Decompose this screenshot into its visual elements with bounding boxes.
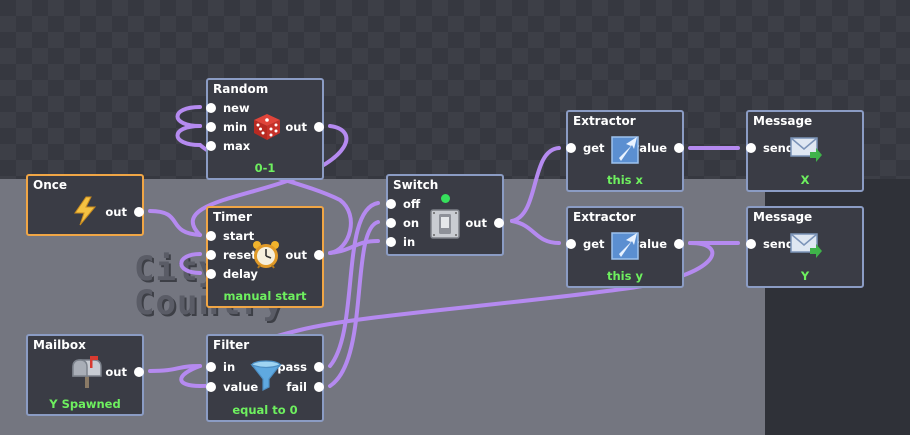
extractor-y-get-port[interactable]: get — [566, 237, 605, 251]
extractor-x-caption: this x — [607, 173, 643, 187]
switch-in-port[interactable]: in — [386, 235, 415, 249]
extract-arrow-icon — [611, 232, 639, 260]
mailbox-node[interactable]: Mailbox out Y Spawned — [26, 334, 144, 416]
filter-pass-port[interactable]: pass — [277, 360, 324, 374]
timer-delay-port[interactable]: delay — [206, 267, 258, 281]
envelope-icon — [790, 233, 822, 258]
timer-reset-port[interactable]: reset — [206, 248, 257, 262]
filter-node[interactable]: Filter in value pass fail equal to 0 — [206, 334, 324, 422]
random-new-port[interactable]: new — [206, 101, 250, 115]
message-x-caption: X — [800, 173, 810, 187]
extractor-x-value-port[interactable]: value — [632, 141, 684, 155]
message-x-title: Message — [753, 114, 813, 128]
random-max-port[interactable]: max — [206, 139, 250, 153]
timer-start-port[interactable]: start — [206, 229, 254, 243]
switch-out-port[interactable]: out — [465, 216, 504, 230]
extractor-y-title: Extractor — [573, 210, 636, 224]
extract-arrow-icon — [611, 136, 639, 164]
extractor-x-node[interactable]: Extractor get value this x — [566, 110, 684, 192]
mailbox-title: Mailbox — [33, 338, 86, 352]
switch-on-port[interactable]: on — [386, 216, 419, 230]
message-y-title: Message — [753, 210, 813, 224]
message-y-caption: Y — [800, 269, 810, 283]
timer-node[interactable]: Timer start reset delay out manual start — [206, 206, 324, 308]
timer-title: Timer — [213, 210, 252, 224]
timer-caption: manual start — [223, 289, 307, 303]
message-y-node[interactable]: Message send Y — [746, 206, 864, 288]
extractor-x-get-port[interactable]: get — [566, 141, 605, 155]
filter-caption: equal to 0 — [232, 403, 298, 417]
wire-random-min-max — [175, 124, 202, 147]
envelope-icon — [790, 137, 822, 162]
filter-title: Filter — [213, 338, 250, 352]
switch-status-led — [441, 194, 450, 203]
once-node[interactable]: Once out — [26, 174, 144, 236]
extractor-y-node[interactable]: Extractor get value this y — [566, 206, 684, 288]
alarm-clock-icon — [253, 241, 279, 269]
random-title: Random — [213, 82, 269, 96]
lightning-icon — [74, 196, 97, 226]
wire-random-min-new — [175, 105, 202, 128]
mailbox-caption: Y Spawned — [49, 397, 121, 411]
random-caption: 0-1 — [254, 161, 276, 175]
switch-node[interactable]: Switch off on in out — [386, 174, 504, 256]
filter-value-port[interactable]: value — [206, 380, 258, 394]
extractor-y-value-port[interactable]: value — [632, 237, 684, 251]
random-min-port[interactable]: min — [206, 120, 247, 134]
random-node[interactable]: Random new min max out 0-1 — [206, 78, 324, 180]
funnel-icon — [250, 360, 282, 391]
once-out-port[interactable]: out — [105, 205, 144, 219]
message-x-send-port[interactable]: send — [746, 141, 794, 155]
message-x-node[interactable]: Message send X — [746, 110, 864, 192]
timer-out-port[interactable]: out — [285, 248, 324, 262]
extractor-x-title: Extractor — [573, 114, 636, 128]
extractor-y-caption: this y — [607, 269, 643, 283]
message-y-send-port[interactable]: send — [746, 237, 794, 251]
switch-off-port[interactable]: off — [386, 197, 420, 211]
random-out-port[interactable]: out — [285, 120, 324, 134]
filter-fail-port[interactable]: fail — [286, 380, 324, 394]
once-title: Once — [33, 178, 67, 192]
toggle-switch-icon — [430, 209, 460, 239]
dice-icon — [254, 114, 280, 140]
mailbox-icon — [72, 356, 102, 388]
filter-in-port[interactable]: in — [206, 360, 235, 374]
mailbox-out-port[interactable]: out — [105, 365, 144, 379]
switch-title: Switch — [393, 178, 439, 192]
